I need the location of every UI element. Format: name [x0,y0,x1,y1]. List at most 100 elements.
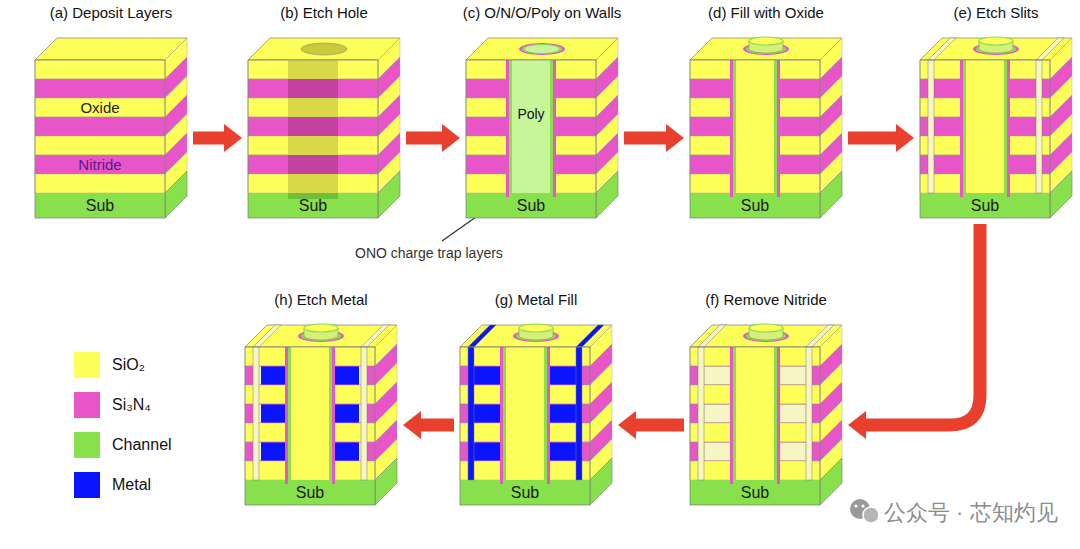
cube-part [733,60,736,197]
cube-part [506,347,544,480]
cube-part [690,480,820,505]
wechat-icon [850,499,879,523]
stage-title: (e) Etch Slits [880,4,1080,22]
cube-part [525,45,559,53]
cube-part [35,174,165,193]
cube-part [285,347,288,484]
process-stage: (b) Etch HoleSub [248,38,400,218]
cube-part [704,405,730,423]
cube-part [519,324,553,332]
cube-part [928,38,956,60]
cube-part [288,155,338,174]
cube-part [35,60,165,218]
cube-part [704,443,730,461]
cube-part [928,60,934,193]
cube-part [777,347,780,484]
arrow-shaft [193,132,226,145]
cube-part [248,117,378,136]
arrow-head [896,124,914,152]
cube-part [698,347,704,480]
cube-drawing [35,38,187,218]
substrate-label: Sub [35,193,165,218]
cube-part [259,405,261,423]
cube-part [733,480,777,484]
substrate-label: Sub [460,480,590,505]
cube-part [359,443,361,461]
process-stage: (a) Deposit LayersOxideNitrideSub [35,38,187,218]
cube-part [248,193,378,218]
process-stage: (h) Etch MetalSub [245,325,397,505]
cube-part [690,60,820,218]
process-stage: (d) Fill with OxideSub [690,38,842,218]
cube-part [460,480,590,505]
cube-part [35,60,165,79]
cube-illustration [690,325,842,505]
cube-part [288,79,338,98]
arrow-shaft [406,132,444,145]
cube-part [288,117,338,136]
cube-part [749,324,783,332]
cube-part [248,60,378,218]
substrate-label: Sub [245,480,375,505]
cube-part [301,43,347,55]
cube-part [736,347,774,480]
cube-part [245,325,397,347]
cube-part [1050,171,1072,218]
stage-title: (a) Deposit Layers [0,4,227,22]
cube-illustration [460,325,612,505]
cube-part [920,193,1050,218]
cube-part [506,60,509,197]
substrate-label: Sub [920,193,1050,218]
cube-part [460,347,590,505]
cube-drawing [245,324,397,505]
cube-part [704,367,730,385]
layer-label: Oxide [35,98,165,117]
cube-part [979,37,1013,45]
cube-part [361,347,367,480]
arrow-shaft [634,419,684,432]
cube-part [806,347,812,480]
cube-part [245,347,375,505]
stage-title: (g) Metal Fill [420,291,652,309]
legend-swatch [74,352,100,378]
cube-part [596,171,618,218]
cube-part [248,155,378,174]
cube-part [509,60,512,197]
cube-part [547,347,550,484]
cube-part [35,193,165,218]
cube-part [474,367,500,385]
cube-part [248,174,378,193]
cube-part [698,325,726,347]
process-stage: (e) Etch SlitsSub [920,38,1072,218]
legend-text: SiO₂ [112,352,145,378]
cube-part [1004,60,1007,197]
cube-part [329,347,332,484]
cube-drawing [466,38,618,218]
cube-part [165,171,187,218]
cube-part [500,347,503,484]
cube-part [550,405,576,423]
legend-swatch [74,472,100,498]
cube-part [590,458,612,505]
stage-title: (h) Etch Metal [205,291,437,309]
cube-part [466,193,596,218]
process-arrow [193,124,242,152]
cube-part [288,347,291,484]
legend-text: Si₃N₄ [112,392,151,418]
cube-part [512,60,550,193]
cube-part [474,443,500,461]
arrow-head [618,411,636,439]
cube-part [503,347,506,484]
cube-part [35,98,165,117]
cube-part [963,60,966,197]
cube-part [576,347,582,480]
callout-label: ONO charge trap layers [355,245,503,261]
cube-illustration [920,38,1072,218]
cube-part [259,367,261,385]
cube-part [920,60,1050,218]
stage-title: (c) O/N/O/Poly on Walls [426,4,658,22]
arrow-shaft [864,224,980,425]
cube-part [820,171,842,218]
legend-text: Metal [112,472,151,498]
arrow-shaft [848,132,898,145]
